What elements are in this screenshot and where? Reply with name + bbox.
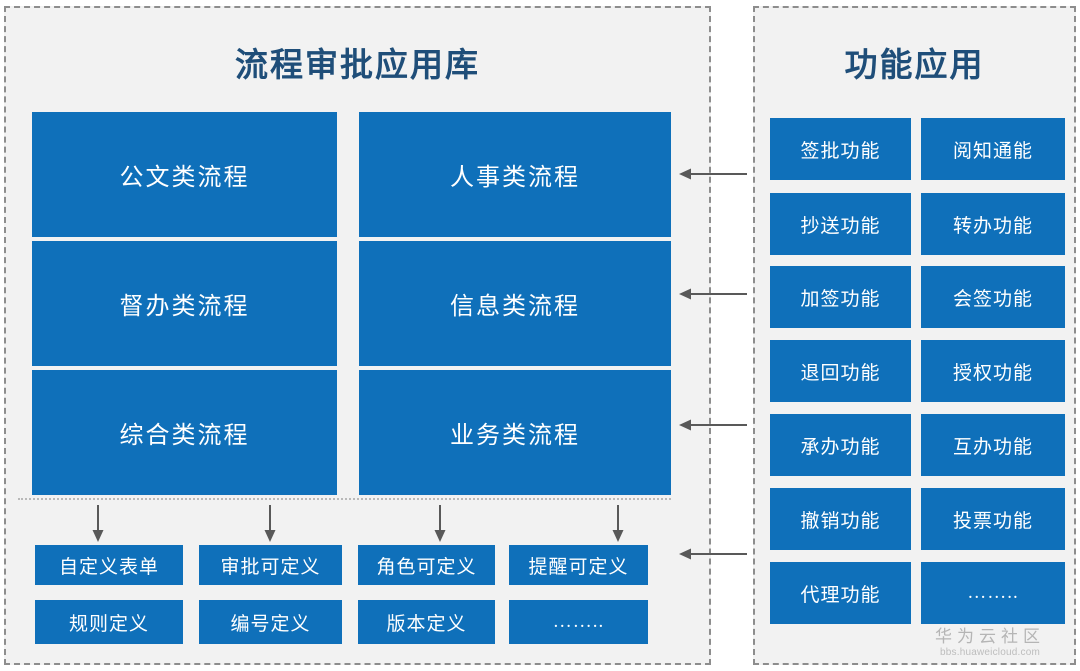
function-tile-more[interactable]: …….. (921, 562, 1065, 624)
function-tile-huiqian[interactable]: 会签功能 (921, 266, 1065, 328)
left-panel-title: 流程审批应用库 (235, 48, 480, 84)
flow-tile-yewu[interactable]: 业务类流程 (359, 370, 671, 495)
function-tile-tuihui[interactable]: 退回功能 (770, 340, 911, 402)
function-tile-zhuanban[interactable]: 转办功能 (921, 193, 1065, 255)
arrow-down-icon (432, 505, 448, 542)
right-panel-title: 功能应用 (844, 48, 985, 84)
definition-chip-role[interactable]: 角色可定义 (358, 545, 495, 585)
flow-tile-renshi[interactable]: 人事类流程 (359, 112, 671, 237)
function-tile-huban[interactable]: 互办功能 (921, 414, 1065, 476)
function-tile-toupiao[interactable]: 投票功能 (921, 488, 1065, 550)
definition-chip-reminder[interactable]: 提醒可定义 (509, 545, 648, 585)
flow-tile-duban[interactable]: 督办类流程 (32, 241, 337, 366)
arrow-down-icon (610, 505, 626, 542)
flow-tile-xinxi[interactable]: 信息类流程 (359, 241, 671, 366)
arrow-left-icon (679, 167, 747, 181)
section-divider (18, 498, 671, 500)
definition-chip-version[interactable]: 版本定义 (358, 600, 495, 644)
definition-chip-number[interactable]: 编号定义 (199, 600, 342, 644)
function-tile-daili[interactable]: 代理功能 (770, 562, 911, 624)
definition-chip-rule[interactable]: 规则定义 (35, 600, 183, 644)
function-tile-qianpi[interactable]: 签批功能 (770, 118, 911, 180)
function-tile-yuezhi[interactable]: 阅知通能 (921, 118, 1065, 180)
arrow-left-icon (679, 547, 747, 561)
definition-chip-approval[interactable]: 审批可定义 (199, 545, 342, 585)
arrow-left-icon (679, 287, 747, 301)
flow-tile-zonghe[interactable]: 综合类流程 (32, 370, 337, 495)
arrow-down-icon (90, 505, 106, 542)
function-application-panel: 功能应用 (753, 6, 1076, 665)
function-tile-jiaqian[interactable]: 加签功能 (770, 266, 911, 328)
function-tile-chaosong[interactable]: 抄送功能 (770, 193, 911, 255)
definition-chip-more[interactable]: …….. (509, 600, 648, 644)
arrow-down-icon (262, 505, 278, 542)
arrow-left-icon (679, 418, 747, 432)
function-tile-chengban[interactable]: 承办功能 (770, 414, 911, 476)
function-tile-shouquan[interactable]: 授权功能 (921, 340, 1065, 402)
flow-tile-gongwen[interactable]: 公文类流程 (32, 112, 337, 237)
function-tile-chexiao[interactable]: 撤销功能 (770, 488, 911, 550)
definition-chip-custom-form[interactable]: 自定义表单 (35, 545, 183, 585)
